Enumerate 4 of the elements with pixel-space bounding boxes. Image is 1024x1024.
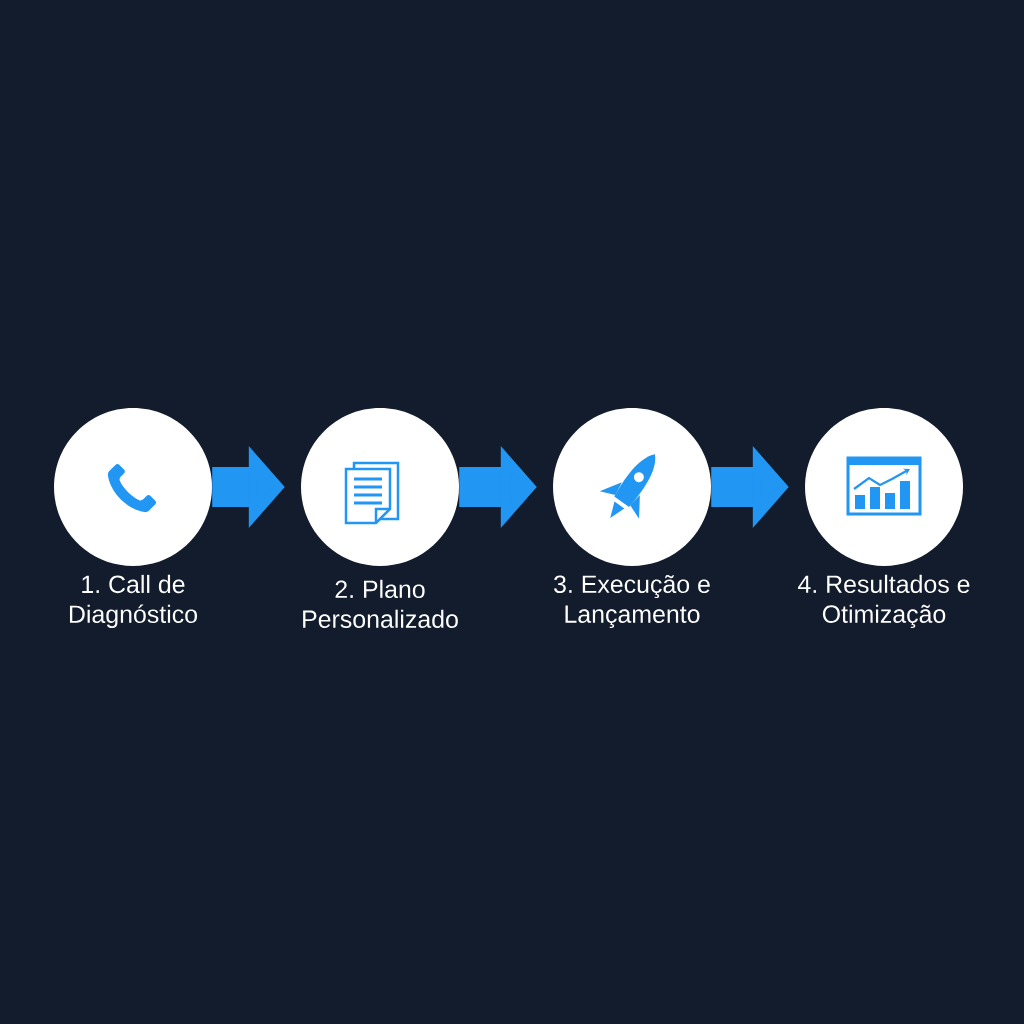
- step-label: 2. Plano Personalizado: [303, 579, 458, 628]
- step-label: 3. Execução e Lançamento: [554, 574, 710, 628]
- step-label: 4. Resultados e Otimização: [798, 574, 970, 628]
- step-label: 1. Call de Diagnóstico: [70, 574, 197, 628]
